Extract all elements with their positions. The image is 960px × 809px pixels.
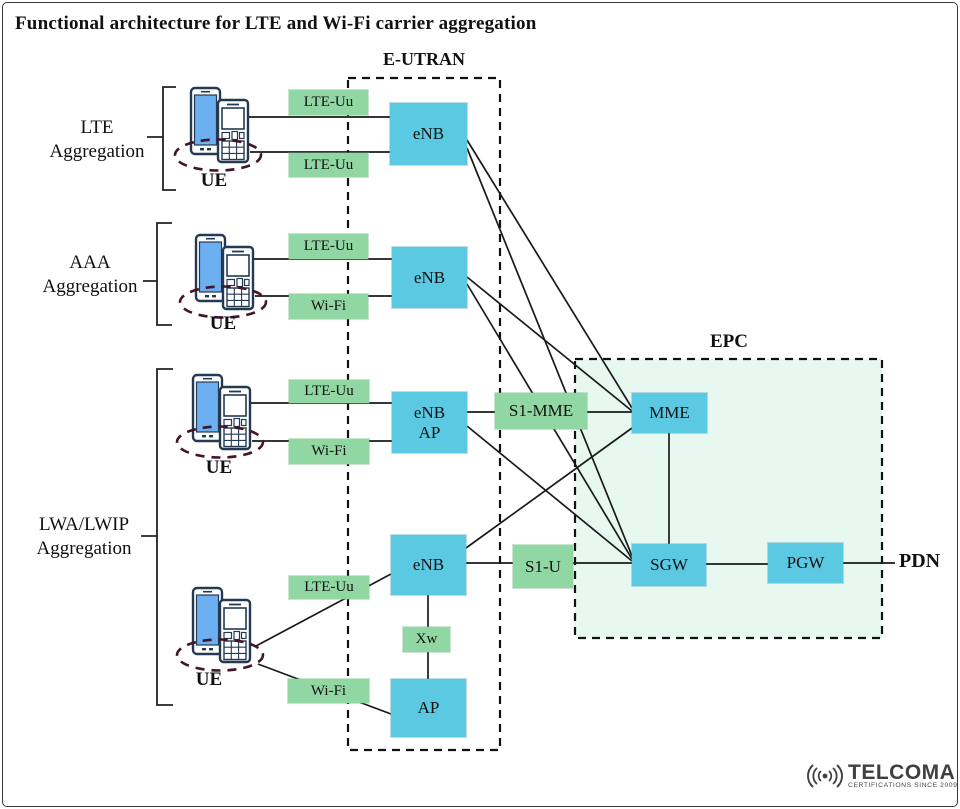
ue-label-2: UE <box>209 313 237 334</box>
group-label-lwa-lwip: LWA/LWIP Aggregation <box>36 514 132 559</box>
group-brackets <box>141 86 176 706</box>
node-ap: AP <box>391 679 466 737</box>
node-pgw: PGW <box>768 543 843 583</box>
node-enb-1: eNB <box>390 103 467 165</box>
interface-lte-uu-3: LTE-Uu <box>289 234 368 259</box>
logo-tagline-text: CERTIFICATIONS SINCE 2009 <box>848 782 958 789</box>
radio-waves-icon <box>807 764 843 788</box>
page-title: Functional architecture for LTE and Wi-F… <box>15 13 537 34</box>
epc-region-box <box>573 357 884 640</box>
ue-icon-lte <box>173 86 263 172</box>
interface-s1-mme: S1-MME <box>495 393 587 429</box>
ue-label-4: UE <box>195 669 223 690</box>
interface-wifi-1: Wi-Fi <box>289 294 368 319</box>
ue-icon-lwa-top <box>175 373 265 459</box>
group-label-aaa: AAA Aggregation <box>42 252 138 297</box>
ue-icon-lwa-bottom <box>175 586 265 672</box>
ue-label-3: UE <box>205 457 233 478</box>
telcoma-logo: TELCOMA CERTIFICATIONS SINCE 2009 <box>806 760 957 792</box>
logo-brand-text: TELCOMA <box>848 761 956 784</box>
node-enb-2: eNB <box>392 247 467 308</box>
interface-lte-uu-1: LTE-Uu <box>289 90 368 115</box>
ue-label-1: UE <box>200 170 228 191</box>
node-enb-ap: eNB AP <box>392 392 467 453</box>
interface-lte-uu-4: LTE-Uu <box>289 380 369 403</box>
pdn-label: PDN <box>899 550 941 572</box>
eutran-region-box <box>346 76 502 752</box>
interface-xw: Xw <box>403 627 450 652</box>
interface-lte-uu-5: LTE-Uu <box>289 576 369 599</box>
interface-wifi-3: Wi-Fi <box>288 679 369 703</box>
node-sgw: SGW <box>632 544 706 586</box>
interface-s1-u: S1-U <box>513 545 573 588</box>
ue-icon-aaa <box>178 233 268 319</box>
epc-region-label: EPC <box>710 331 748 352</box>
node-mme: MME <box>632 393 707 433</box>
eutran-region-label: E-UTRAN <box>382 49 465 69</box>
interface-lte-uu-2: LTE-Uu <box>289 153 368 177</box>
interface-wifi-2: Wi-Fi <box>289 439 369 464</box>
group-label-lte: LTE Aggregation <box>49 117 145 162</box>
node-enb-3: eNB <box>391 535 466 595</box>
